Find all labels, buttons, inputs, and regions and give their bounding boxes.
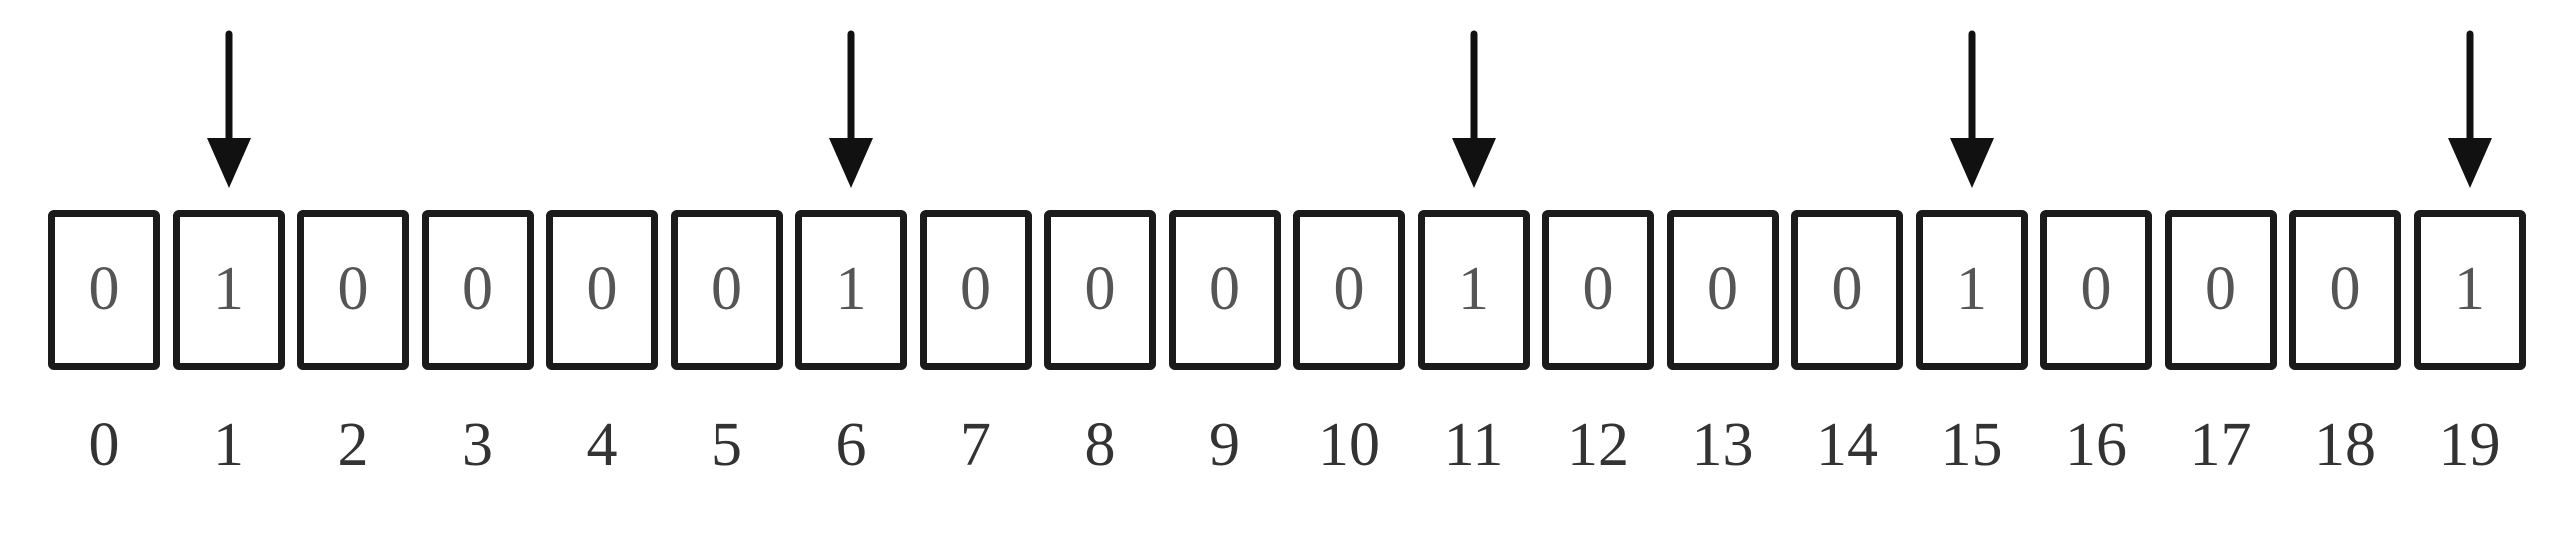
index-label: 11 — [1443, 411, 1504, 479]
cell-value: 1 — [2454, 254, 2485, 323]
index-label: 18 — [2314, 411, 2376, 479]
array-cell: 1 — [795, 210, 907, 370]
cell-value: 1 — [213, 254, 244, 323]
cell-value: 1 — [1458, 254, 1489, 323]
down-arrow-icon — [829, 30, 873, 188]
array-cell: 0 — [1791, 210, 1903, 370]
array-cell: 0 — [670, 210, 783, 370]
index-label: 9 — [1209, 411, 1240, 479]
index-label: 2 — [337, 411, 369, 479]
cell-value: 0 — [1582, 254, 1614, 323]
cell-value: 0 — [88, 254, 120, 323]
index-label: 0 — [88, 411, 120, 479]
array-cell: 0 — [919, 210, 1032, 370]
array-cell: 0 — [1542, 210, 1654, 370]
index-label: 10 — [1318, 411, 1380, 479]
down-arrow-icon — [206, 30, 251, 188]
cell-value: 0 — [711, 254, 742, 323]
array-cell: 0 — [546, 210, 658, 370]
cell-value: 0 — [2329, 254, 2361, 323]
cell-value: 0 — [1209, 254, 1240, 323]
cell-value: 0 — [960, 254, 991, 323]
array-cell: 0 — [48, 210, 160, 370]
cell-value: 0 — [1831, 254, 1863, 323]
index-label: 17 — [2189, 411, 2252, 479]
index-label: 16 — [2065, 411, 2127, 479]
index-label: 5 — [711, 411, 742, 479]
array-cell: 0 — [1666, 210, 1779, 370]
array-cell: 1 — [2413, 210, 2526, 370]
cell-value: 0 — [2205, 254, 2236, 323]
index-label: 4 — [586, 411, 618, 479]
down-arrow-icon — [1451, 30, 1496, 188]
cell-value: 0 — [1084, 254, 1116, 323]
array-cell: 1 — [1915, 210, 2028, 370]
cell-value: 0 — [2080, 254, 2112, 323]
array-cell: 1 — [1417, 210, 1530, 370]
down-arrow-icon — [1949, 30, 1994, 188]
array-cell: 1 — [172, 210, 285, 370]
array-cell: 0 — [2040, 210, 2152, 370]
array-cell: 0 — [1293, 210, 1405, 370]
array-cell: 0 — [1168, 210, 1281, 370]
down-arrow-icon — [2447, 30, 2492, 188]
array-cell: 0 — [2164, 210, 2277, 370]
index-label: 1 — [213, 411, 244, 479]
index-label: 15 — [1940, 411, 2003, 479]
cell-value: 1 — [835, 254, 867, 323]
cell-value: 0 — [1333, 254, 1365, 323]
cell-value: 0 — [1707, 254, 1738, 323]
cell-value: 0 — [586, 254, 618, 323]
array-cell: 0 — [421, 210, 534, 370]
cell-value: 1 — [1956, 254, 1987, 323]
index-label: 14 — [1816, 411, 1878, 479]
cell-value: 0 — [462, 254, 493, 323]
array-cell: 0 — [2289, 210, 2401, 370]
index-label: 7 — [960, 411, 991, 479]
index-label: 8 — [1084, 411, 1116, 479]
array-cell: 0 — [1044, 210, 1156, 370]
index-label: 13 — [1691, 411, 1754, 479]
index-label: 6 — [835, 411, 867, 479]
index-label: 12 — [1567, 411, 1629, 479]
cell-value: 0 — [337, 254, 369, 323]
index-label: 19 — [2438, 411, 2501, 479]
array-cell: 0 — [297, 210, 409, 370]
index-label: 3 — [462, 411, 493, 479]
